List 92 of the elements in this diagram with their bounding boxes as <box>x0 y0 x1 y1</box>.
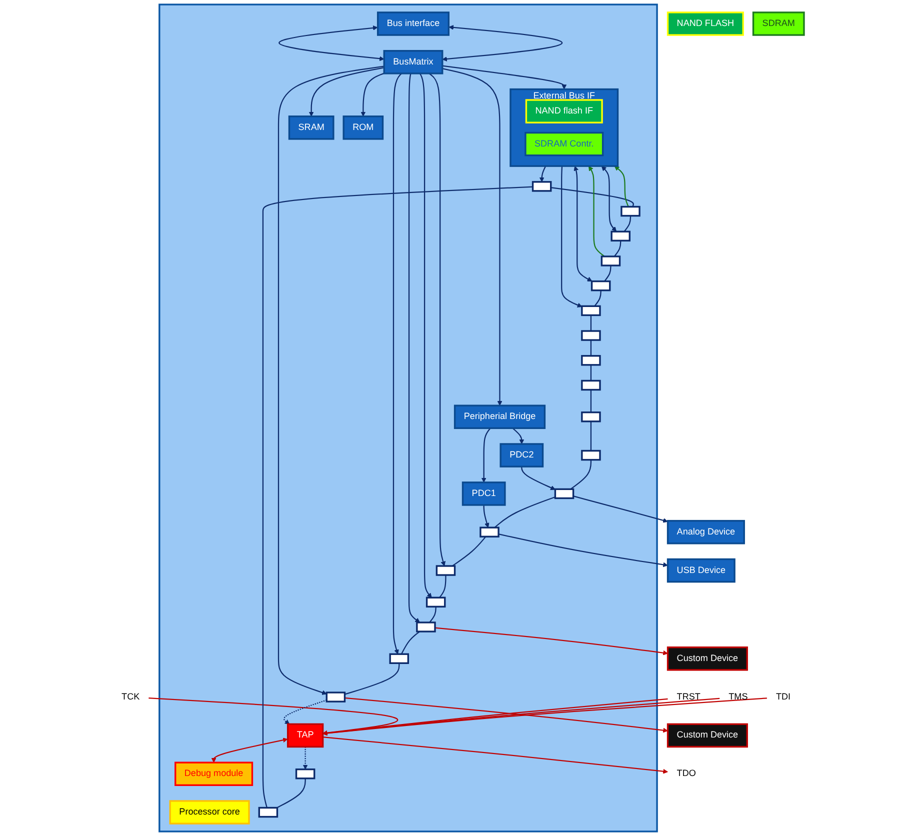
cluster <box>158 4 658 832</box>
connector <box>438 575 446 598</box>
connector <box>590 390 592 412</box>
node-box: Analog Device <box>666 520 745 544</box>
arrow <box>512 428 524 444</box>
arrow <box>278 25 384 62</box>
node-box <box>436 565 456 576</box>
node-box: Processor core <box>169 800 250 824</box>
arrow <box>428 72 446 566</box>
node-box <box>610 230 630 242</box>
node-box: NAND FLASH <box>666 12 744 36</box>
node-box <box>389 653 409 664</box>
node-box <box>580 450 601 461</box>
node-box <box>326 692 346 702</box>
connector <box>590 340 592 356</box>
node-box <box>590 280 610 292</box>
node-box <box>620 206 640 217</box>
node-box: USB Device <box>666 558 736 583</box>
arrow <box>322 736 668 774</box>
node-box <box>580 380 601 391</box>
node-text: TMS <box>728 692 748 702</box>
node-text: TCK <box>121 692 140 702</box>
arrow <box>442 68 502 406</box>
node-box <box>580 355 601 366</box>
arrow <box>434 627 668 656</box>
node-box: NAND flash IF <box>525 99 603 124</box>
node-text: TDI <box>776 692 790 702</box>
arrow <box>560 166 582 308</box>
arrow <box>283 700 327 724</box>
arrow <box>588 166 605 257</box>
arrow <box>148 698 398 736</box>
arrow <box>408 73 420 623</box>
node-box: SDRAM <box>752 12 805 36</box>
connector <box>494 496 556 528</box>
node-box <box>580 305 601 316</box>
connector <box>276 778 306 808</box>
arrow <box>442 25 562 62</box>
arrow <box>419 73 432 598</box>
connector <box>550 187 634 207</box>
node-box <box>580 412 601 422</box>
node-box: PDC2 <box>499 443 544 468</box>
connector <box>590 364 592 381</box>
connector <box>594 290 602 306</box>
node-box: Custom Device <box>666 646 748 671</box>
arrow <box>360 72 384 117</box>
connector <box>604 265 612 282</box>
connector <box>614 240 621 257</box>
node-box <box>600 256 620 266</box>
node-box <box>416 622 436 632</box>
node-box: PDC1 <box>462 482 506 506</box>
arrow <box>498 534 668 568</box>
connector <box>344 663 400 695</box>
connector <box>590 315 592 331</box>
connector <box>400 631 420 654</box>
arrow <box>308 67 384 117</box>
node-text: TRST <box>676 692 700 702</box>
connector <box>262 186 533 808</box>
arrow <box>481 428 491 483</box>
arrow <box>614 166 629 207</box>
node-box: TAP <box>286 723 324 748</box>
node-box <box>479 526 500 538</box>
node-box <box>554 488 574 500</box>
arrow <box>302 746 308 770</box>
node-box <box>258 806 278 818</box>
arrow <box>211 738 288 763</box>
connector <box>590 421 592 451</box>
node-box <box>295 768 315 780</box>
node-box: SDRAM Contr. <box>524 132 604 156</box>
node-box: Peripherial Bridge <box>454 404 546 430</box>
arrow <box>520 466 556 490</box>
node-box: SRAM <box>288 116 334 140</box>
arrow <box>601 166 616 232</box>
arrow <box>572 496 668 523</box>
connector <box>624 216 631 232</box>
node-box <box>426 596 446 608</box>
node-box: Bus interface <box>376 12 450 36</box>
arrow <box>392 73 402 654</box>
node-box: Debug module <box>174 762 253 786</box>
node-box <box>532 181 552 192</box>
node-text: TDO <box>676 768 696 778</box>
node-box <box>580 330 601 341</box>
connector <box>570 460 592 490</box>
node-box: ROM <box>342 116 384 140</box>
node-box: Custom Device <box>666 723 748 748</box>
arrow <box>539 166 546 182</box>
node-box: BusMatrix <box>383 50 443 74</box>
connector <box>452 536 486 566</box>
connector <box>428 606 436 623</box>
arrow <box>442 65 566 90</box>
arrow <box>573 166 592 282</box>
arrow <box>483 505 490 528</box>
arrow <box>278 66 384 695</box>
